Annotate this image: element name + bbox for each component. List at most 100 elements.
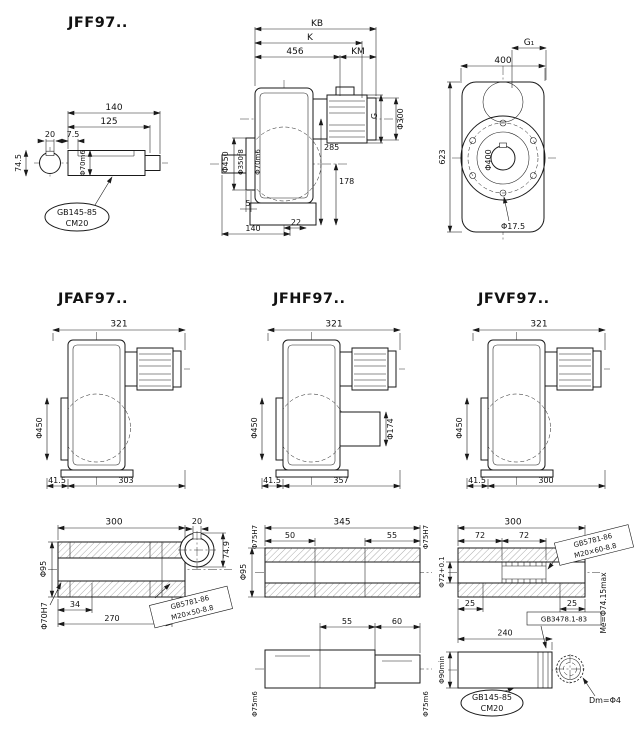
spline-section-icon	[555, 654, 585, 684]
dim-label: 25	[465, 599, 475, 608]
dim-label: Φ450	[35, 417, 44, 439]
dim-label: 20	[192, 517, 202, 526]
dim-label: 300	[504, 518, 521, 528]
gearbox-housing	[487, 339, 546, 471]
motor-body	[136, 347, 174, 391]
hollow-shaft-hub	[339, 411, 381, 447]
variant-jfvf97: JFVF97.. 321 Φ450 41.5 300	[455, 291, 610, 489]
dim-label: 321	[325, 320, 342, 330]
dim-label: Φ70m6	[79, 150, 87, 176]
motor-body	[556, 347, 594, 391]
callout-text: GB145-85	[57, 208, 97, 217]
dim-label: KM	[351, 47, 365, 57]
motor-body	[326, 94, 368, 144]
solid-shaft-body	[67, 150, 146, 176]
housing-base	[249, 202, 317, 226]
dim-label: 41.5	[263, 476, 281, 485]
spline-shaft-detail: 300 72 72 Φ72+0.1 25 25 GB5781-86 M20×60…	[438, 518, 635, 717]
dim-label: 74.5	[14, 154, 23, 172]
dim-label: Φ450	[455, 417, 464, 439]
dim-label: Φ350f8	[237, 149, 245, 175]
dim-label: 72	[519, 531, 529, 540]
bolt-circle	[467, 122, 539, 194]
dim-label: Φ75m6	[251, 691, 259, 717]
dim-label: G₁	[524, 38, 535, 48]
fan-cover	[387, 350, 397, 388]
dim-label: Φ75m6	[422, 691, 430, 717]
output-flange	[275, 397, 284, 461]
dim-label: Dm=Φ4	[589, 696, 621, 705]
motor-fins	[559, 353, 591, 387]
dim-label: 72	[475, 531, 485, 540]
callout-text: GB3478.1-83	[541, 616, 587, 624]
spline-standard-callout: GB3478.1-83	[526, 611, 602, 649]
dim-label: Φ75H7	[422, 525, 430, 549]
dim-label: Φ450	[221, 151, 230, 173]
gearbox-housing	[67, 339, 126, 471]
dim-label: 5	[245, 199, 250, 208]
base	[60, 469, 134, 478]
dim-label: Φ95	[239, 564, 248, 580]
center-hole-callout: GB145-85 CM20	[44, 176, 113, 232]
dim-label: 240	[497, 629, 512, 638]
dim-label: 623	[438, 149, 447, 164]
dim-label: 55	[387, 531, 397, 540]
center-hole-callout: GB145-85 CM20	[460, 687, 524, 717]
solid-shaft-right	[374, 654, 421, 684]
fan-cover	[592, 350, 602, 388]
keyway-section	[499, 142, 507, 148]
section-title-jff97: JFF97..	[67, 15, 128, 31]
motor-adapter	[312, 98, 328, 140]
dim-label: Φ17.5	[501, 222, 525, 231]
base	[480, 469, 554, 478]
section-title-jfaf97: JFAF97..	[57, 291, 128, 307]
base	[275, 469, 349, 478]
dim-label: K	[307, 33, 314, 43]
output-flange	[480, 397, 489, 461]
terminal-box	[335, 86, 355, 96]
plug-in-shaft	[457, 651, 553, 689]
dim-label: Me=Φ74.15max	[599, 572, 608, 634]
jff97-side-view: G₁ 400 623 Φ400 Φ17.5	[438, 38, 556, 240]
dim-label: 285	[324, 143, 339, 152]
dim-label: Φ450	[250, 417, 259, 439]
motor-adapter	[339, 351, 353, 387]
section-title-jfvf97: JFVF97..	[477, 291, 550, 307]
motor-fins	[354, 353, 386, 387]
dim-label: KB	[311, 19, 323, 29]
dim-label: 60	[392, 617, 402, 626]
keyway-section	[45, 150, 55, 156]
shaft-spline-end	[537, 652, 549, 688]
dim-label: 300	[105, 518, 122, 528]
gearbox-housing	[282, 339, 341, 471]
dim-label: 357	[333, 476, 348, 485]
dim-label: Φ72+0.1	[438, 556, 446, 587]
housing-outline	[461, 81, 545, 233]
output-flange	[60, 397, 69, 461]
dim-label: 321	[110, 320, 127, 330]
dim-label: 400	[494, 56, 511, 66]
dim-label: Φ95	[39, 561, 48, 577]
dim-label: Φ174	[386, 418, 395, 440]
dim-label: Φ400	[484, 149, 493, 171]
callout-text: GB145-85	[472, 693, 512, 702]
dim-label: 20	[45, 130, 55, 139]
dim-label: 34	[70, 600, 80, 609]
dim-label: 50	[285, 531, 295, 540]
jff97-front-view: KB K 456 KM G Φ300 285 178 Φ450 Φ350f8 Φ…	[210, 19, 405, 237]
fan-cover	[172, 350, 182, 388]
dim-label: 22	[291, 218, 301, 227]
dim-label: Φ90min	[438, 656, 446, 684]
dim-label: 345	[333, 518, 350, 528]
dim-label: G	[370, 113, 379, 119]
dim-label: Φ70H7	[40, 602, 49, 630]
double-bore-shaft-detail: 345 Φ75H7 Φ75H7 50 55 Φ95 55 60 Φ75m6 Φ7…	[239, 518, 432, 717]
dim-label: 140	[105, 103, 122, 113]
dim-label: 7.5	[67, 130, 80, 139]
section-title-jfhf97: JFHF97..	[272, 291, 346, 307]
variant-jfhf97: JFHF97.. 321 Φ450 Φ174 41.5 357	[250, 291, 405, 489]
dim-label: 303	[118, 476, 133, 485]
motor-adapter	[124, 351, 138, 387]
flange-bolt-hole	[499, 189, 507, 197]
